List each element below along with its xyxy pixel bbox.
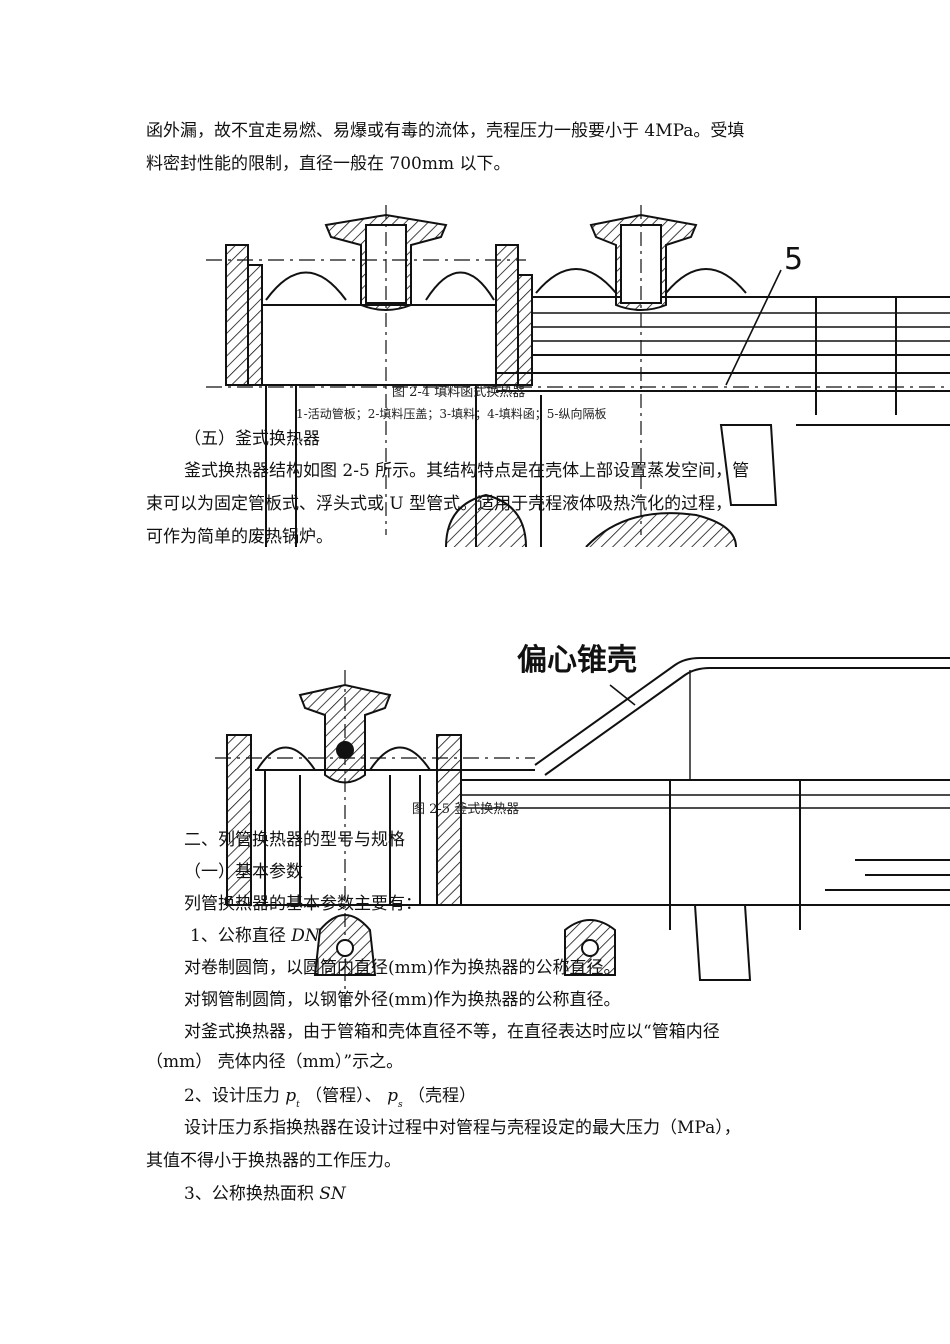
item-1-prefix: 1、公称直径 bbox=[190, 926, 292, 946]
section-5-body-3: 可作为简单的废热锅炉。 bbox=[146, 527, 333, 547]
section-5-body-2: 束可以为固定管板式、浮头式或 U 型管式。适用于壳程液体吸热汽化的过程， bbox=[146, 494, 733, 514]
item-1-line-1: 对卷制圆筒，以圆筒内直径(mm)作为换热器的公称直径。 bbox=[184, 958, 621, 978]
item-2-mid: （管程）、 bbox=[305, 1086, 382, 1106]
item-3-symbol: SN bbox=[319, 1184, 346, 1204]
item-1-symbol: DN bbox=[291, 926, 320, 946]
figure-1-legend: 1-活动管板；2-填料压盖；3-填料；4-填料函；5-纵向隔板 bbox=[296, 407, 607, 421]
section-two-heading: 二、列管换热器的型号与规格 bbox=[184, 830, 405, 850]
item-2-line-1: 设计压力系指换热器在设计过程中对管程与壳程设定的最大压力（MPa）， bbox=[184, 1118, 741, 1138]
item-1-line-3: 对釜式换热器，由于管箱和壳体直径不等，在直径表达时应以“管箱内径 bbox=[184, 1022, 720, 1042]
para-top-line-1: 函外漏，故不宜走易燃、易爆或有毒的流体，壳程压力一般要小于 4MPa。受填 bbox=[146, 121, 745, 141]
item-3-title: 3、公称换热面积 SN bbox=[184, 1183, 346, 1205]
item-2-p2: p bbox=[387, 1086, 398, 1106]
item-3-prefix: 3、公称换热面积 bbox=[184, 1184, 320, 1204]
section-two-intro: 列管换热器的基本参数主要有： bbox=[184, 894, 422, 914]
section-5-body-1: 釜式换热器结构如图 2-5 所示。其结构特点是在壳体上部设置蒸发空间，管 bbox=[184, 461, 750, 481]
item-2-prefix: 2、设计压力 bbox=[184, 1086, 286, 1106]
item-2-sub-1: t bbox=[296, 1100, 300, 1110]
item-2-sub-2: s bbox=[397, 1100, 403, 1110]
figure-2-drawing: 偏心锥壳 bbox=[215, 643, 950, 1010]
item-1-line-4: （mm） 壳体内径（mm）”示之。 bbox=[146, 1052, 404, 1072]
item-2-title: 2、设计压力 pt （管程）、 ps （壳程） bbox=[184, 1085, 476, 1116]
figure-1-label: 5 bbox=[784, 242, 803, 277]
item-2-p1: p bbox=[285, 1086, 297, 1106]
item-2-end: （壳程） bbox=[407, 1086, 476, 1106]
figure-1-drawing: 5 bbox=[206, 205, 950, 547]
item-1-title: 1、公称直径 DN bbox=[190, 925, 320, 947]
item-1-line-2: 对钢管制圆筒，以钢管外径(mm)作为换热器的公称直径。 bbox=[184, 990, 621, 1010]
figure-1-caption: 图 2-4 填料函式换热器 bbox=[392, 385, 526, 400]
section-5-heading: （五）釜式换热器 bbox=[184, 429, 320, 449]
para-top-line-2: 料密封性能的限制，直径一般在 700mm 以下。 bbox=[146, 154, 511, 174]
figure-2-label: 偏心锥壳 bbox=[517, 643, 637, 678]
figure-2-caption: 图 2-5 釜式换热器 bbox=[412, 802, 520, 817]
item-2-line-2: 其值不得小于换热器的工作压力。 bbox=[146, 1151, 401, 1171]
section-two-sub-1: （一）基本参数 bbox=[184, 862, 303, 882]
